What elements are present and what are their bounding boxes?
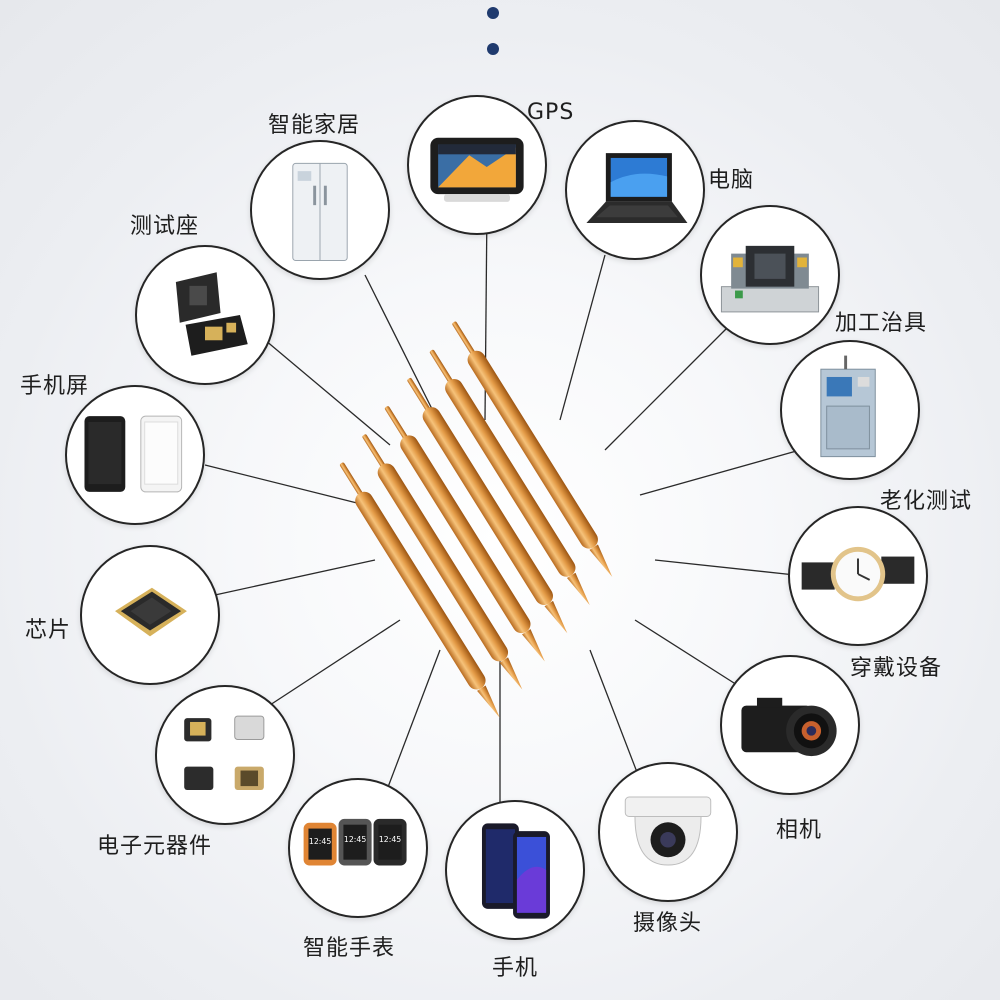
node-test-socket [135,245,275,385]
components-icon [184,715,265,790]
chip-icon [115,587,187,637]
connector-screen [204,464,366,506]
phone-screen-icon [84,415,183,493]
label-smartwatch: 智能手表 [303,936,396,961]
pogo-pin-6 [452,321,613,577]
connector-test-socket [264,339,391,446]
node-screen [65,385,205,525]
label-camera: 相机 [776,818,823,843]
label-fixture: 加工治具 [835,311,928,336]
pogo-pin-4 [407,378,568,634]
connector-smart-home [364,274,441,426]
label-test-socket: 测试座 [130,214,200,239]
fixture-icon [720,245,820,313]
label-wearable: 穿戴设备 [850,656,943,681]
connector-camera [634,619,746,691]
dome-camera-icon [624,796,712,866]
node-fixture [700,205,840,345]
test-machine-icon [820,355,876,458]
node-aging-test [780,340,920,480]
label-aging-test: 老化测试 [880,489,973,514]
node-phone [445,800,585,940]
pogo-pin-1 [339,462,500,718]
node-wearable [788,506,928,646]
connector-wearable [654,559,796,576]
gps-navigator-icon [430,137,524,202]
laptop-icon [586,153,688,224]
label-components: 电子元器件 [97,834,213,859]
test-socket-icon [175,272,248,356]
wristwatch-icon [801,546,915,602]
page-dot-1 [487,7,499,19]
node-smartwatch: 12:45 12:45 12:45 [288,778,428,918]
node-camera [720,655,860,795]
svg-text:12:45: 12:45 [379,835,401,844]
connector-aging-test [639,449,801,496]
connector-computer [559,254,606,421]
svg-text:12:45: 12:45 [344,835,366,844]
svg-text:12:45: 12:45 [309,837,331,846]
node-smart-home [250,140,390,280]
pogo-pin-3 [384,406,545,662]
connector-components [269,619,401,706]
smartwatch-icon: 12:45 12:45 12:45 [303,818,407,866]
page-dot-2 [487,43,499,55]
node-components [155,685,295,825]
connector-chip [214,559,376,596]
label-computer: 电脑 [708,168,755,193]
label-smart-home: 智能家居 [268,113,361,138]
node-gps [407,95,547,235]
connector-fixture [604,324,731,451]
label-phone: 手机 [492,956,539,981]
label-gps: GPS [527,100,575,125]
connector-webcam [589,649,641,781]
node-computer [565,120,705,260]
connector-smartwatch [384,649,441,796]
label-screen: 手机屏 [20,374,90,399]
refrigerator-icon [292,162,348,261]
label-chip: 芯片 [25,618,72,643]
smartphone-icon [481,823,550,919]
node-webcam [598,762,738,902]
pogo-pin-5 [429,349,590,606]
camera-icon [741,697,837,757]
label-webcam: 摄像头 [633,911,703,936]
node-chip [80,545,220,685]
pogo-pin-2 [362,434,523,690]
